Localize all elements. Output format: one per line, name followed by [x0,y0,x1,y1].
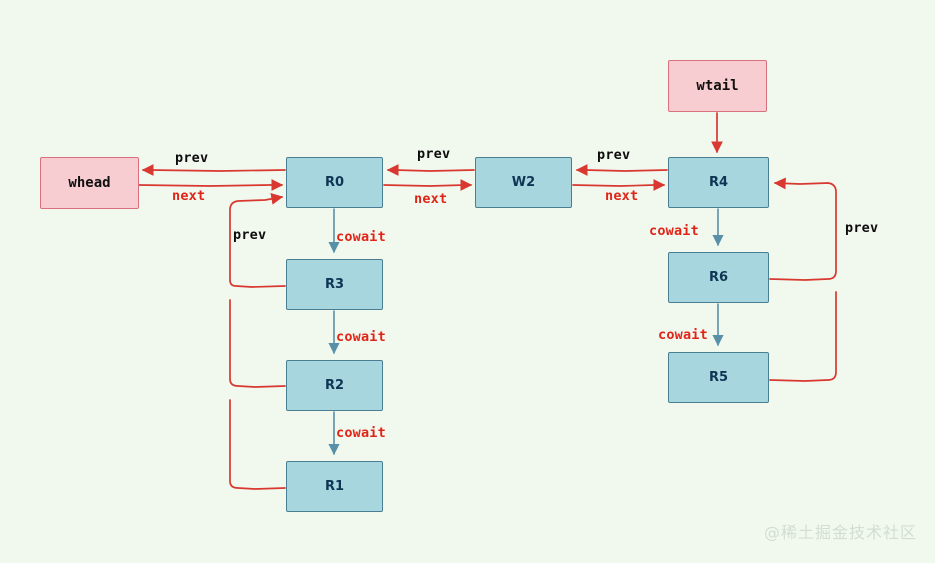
link-prev-r4-w2 [575,164,668,176]
edge-label-prev-w2-r4: prev [597,147,631,163]
edge-label-cowait-r3-r2: cowait [336,329,386,345]
link-prev-right-rail [769,177,837,281]
node-wtail[interactable]: wtail [668,60,767,112]
edge-label-cowait-r6-r5: cowait [658,327,708,343]
watermark: @稀土掘金技术社区 [763,523,917,542]
edge-label-cowait-r2-r1: cowait [336,425,386,441]
node-r3[interactable]: R3 [286,259,383,310]
edge-label-next-whead-r0: next [172,188,206,204]
edge-label-next-r0-w2: next [414,191,448,207]
node-whead[interactable]: whead [40,157,139,209]
node-w2[interactable]: W2 [475,157,572,208]
link-next-whead-r0 [138,179,284,191]
edge-label-prev-left-loop: prev [233,227,267,243]
node-r1[interactable]: R1 [286,461,383,512]
node-r4[interactable]: R4 [668,157,769,208]
node-r2[interactable]: R2 [286,360,383,411]
edge-label-next-w2-r4: next [605,188,639,204]
node-r0[interactable]: R0 [286,157,383,208]
link-prev-r0-whead [141,164,286,176]
node-r6[interactable]: R6 [668,252,769,303]
edge-label-prev-right-loop: prev [845,220,879,236]
link-next-r0-w2 [383,179,473,191]
edge-label-cowait-r0-r3: cowait [336,229,386,245]
edge-label-prev-r0-w2: prev [417,146,451,162]
link-prev-r5-rail [769,291,837,382]
link-prev-r2-rail [229,299,286,388]
link-prev-left-rail [229,193,286,288]
node-r5[interactable]: R5 [668,352,769,403]
link-next-w2-r4 [572,179,666,191]
edge-label-prev-whead-r0: prev [175,150,209,166]
edge-label-cowait-r4-r6: cowait [649,223,699,239]
link-prev-r1-rail [229,399,286,490]
link-prev-w2-r0 [386,164,475,176]
